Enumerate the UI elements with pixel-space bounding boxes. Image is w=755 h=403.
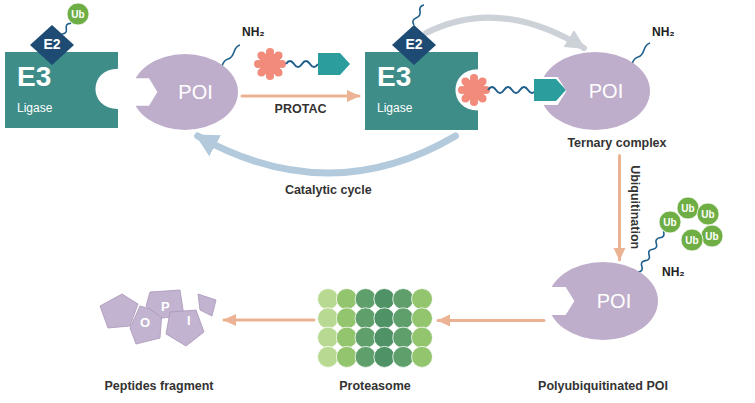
e3-ligase: E3Ligase [365,52,478,130]
node-text: Ligase [377,102,412,115]
stage-label: Ternary complex [567,136,666,150]
node-text: Ub [701,209,714,220]
edge-label: Ubiquitination [628,164,642,252]
edge-label: Catalytic cycle [283,183,374,197]
poi-shape: POI [540,52,650,130]
node-text: E3 [17,62,51,93]
terminal-label: NH₂ [652,26,675,40]
ubiquitin-circle: Ub [677,197,699,219]
node-text: POI [178,81,212,103]
node-text: Ub [705,231,718,242]
node-text: POI [589,80,623,102]
linker [488,87,536,93]
e3-binder-gear [458,74,490,106]
connector-arrow [198,136,456,173]
fragment-letter: I [187,314,191,329]
peptide-fragments: Peptides fragment [100,286,218,350]
node-text: E3 [377,62,411,93]
terminal-label: NH₂ [242,26,265,40]
ubiquitin-circle: Ub [67,3,89,25]
node-text: Ub [663,217,676,228]
connector-arrow [438,319,544,322]
e2-diamond: E2 [30,25,74,65]
peptide-fragments-outline [100,286,218,350]
node-heading: Polyubiquitinated POI [538,380,668,394]
node-heading: Peptides fragment [104,380,213,394]
linker [286,61,318,67]
node-heading: Proteasome [339,380,411,394]
ubiquitin-circle: Ub [697,203,719,225]
node-text: E2 [43,37,60,52]
fragment-letter: O [140,316,150,331]
connector-arrow [618,155,621,259]
node-text: POI [597,290,631,312]
connector-arrow [426,18,584,48]
node-text: Ub [71,9,84,20]
terminal-label: NH₂ [662,266,685,280]
e3-binder-gear [254,48,286,80]
polyubiquitinated-poi: POIPolyubiquitinated POI [548,262,658,340]
n-terminus-tail [222,45,240,66]
ubiquitin-circle: Ub [701,225,723,247]
connector-arrow [62,23,71,34]
connector-arrow [224,319,314,322]
node-text: Ligase [17,102,52,115]
node-text: Ub [685,235,698,246]
ubiquitin-circle: Ub [659,211,681,233]
ubiquitin-circle: Ub [681,229,703,251]
e3-ligase: E3Ligase [5,52,118,128]
n-terminus-tail [632,43,650,64]
poi-ligand [318,53,350,75]
protac-molecule [254,48,350,80]
edge-label: PROTAC [273,102,329,116]
node-text: E2 [405,37,422,52]
proteasome-outline [318,288,432,368]
node-text: Ub [681,203,694,214]
e2-diamond: E2 [392,25,436,65]
poi-shape: POI [132,54,238,130]
connector-arrow [242,95,359,98]
fragment-letter: P [161,300,170,315]
proteasome: Proteasome [318,288,432,368]
e2-tail [413,5,424,25]
